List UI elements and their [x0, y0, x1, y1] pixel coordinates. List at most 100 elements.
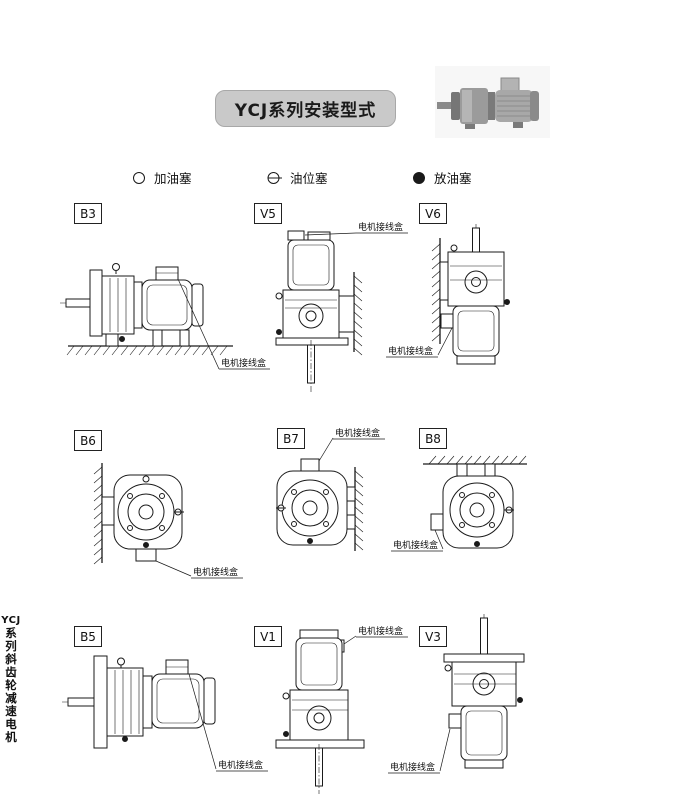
- b3-leader-line: [177, 278, 220, 370]
- b8-ceiling-bracket: [456, 463, 468, 477]
- b7-diagram: 电机接线盒: [276, 427, 385, 551]
- v1-fan-cover: [299, 629, 339, 639]
- b7-junction-box: [300, 458, 320, 472]
- v6-oil-drain-plug-icon: [504, 299, 510, 305]
- v6-wall-bracket: [439, 261, 449, 301]
- series-side-label: YCJ 系列斜齿轮减速电机: [1, 615, 21, 744]
- v1-diagram: 电机接线盒: [275, 625, 408, 794]
- v5-leader-line: [304, 232, 357, 236]
- b8-ceiling-hatch: [428, 455, 527, 465]
- v3-annotation: 电机接线盒: [390, 761, 435, 773]
- b5-motor: [151, 673, 205, 729]
- b3-flange: [89, 269, 103, 337]
- legend-item-oil-fill: 加油塞: [131, 168, 192, 187]
- v3-diagram: 电机接线盒: [388, 614, 525, 774]
- legend-item-oil-drain: 放油塞: [411, 168, 472, 187]
- v1-oil-fill-plug-icon: [282, 692, 290, 700]
- product-photo: [435, 66, 550, 138]
- v3-fan-cover: [464, 759, 504, 769]
- v6-gearbox: [447, 251, 505, 307]
- v5-motor: [287, 239, 335, 291]
- b5-gearbox: [106, 667, 144, 737]
- v5-base-plate: [275, 337, 349, 346]
- b7-gearbox-face: [281, 479, 339, 537]
- v1-motor: [295, 637, 343, 691]
- v3-leader-line: [439, 728, 451, 772]
- cell-label-b3: B3: [74, 203, 102, 224]
- cell-label-v5: V5: [254, 203, 282, 224]
- cell-label-v6: V6: [419, 203, 447, 224]
- b7-oil-drain-plug-icon: [307, 538, 313, 544]
- v6-oil-fill-plug-icon: [450, 244, 458, 252]
- v1-gearbox: [289, 689, 349, 741]
- v6-diagram: 电机接线盒: [386, 224, 510, 365]
- b5-leader-line: [188, 673, 217, 770]
- b6-wall-hatch: [93, 466, 103, 565]
- cell-label-b6: B6: [74, 430, 102, 451]
- b6-annotation: 电机接线盒: [193, 566, 238, 578]
- b5-annotation: 电机接线盒: [218, 759, 263, 771]
- b7-wall-hatch: [354, 470, 364, 551]
- b5-fan-cover: [203, 677, 216, 725]
- cell-label-v3: V3: [419, 626, 447, 647]
- b8-oil-drain-plug-icon: [474, 541, 480, 547]
- oil-drain-plug-icon: [413, 171, 425, 184]
- side-label-chars: 系列斜齿轮减速电机: [4, 627, 18, 744]
- b3-annotation: 电机接线盒: [221, 357, 266, 369]
- cell-label-b7: B7: [277, 428, 305, 449]
- photo-junction-box: [500, 77, 520, 92]
- v1-leader-line: [343, 635, 357, 645]
- v1-oil-drain-plug-icon: [283, 731, 289, 737]
- oil-fill-plug-icon: [133, 171, 145, 184]
- b8-diagram: 电机接线盒: [391, 455, 527, 552]
- b5-output-shaft: [67, 697, 95, 707]
- v5-oil-drain-plug-icon: [276, 329, 282, 335]
- cell-label-b5: B5: [74, 626, 102, 647]
- b6-junction-box: [135, 548, 157, 562]
- v6-output-shaft: [472, 227, 480, 253]
- cell-label-b8: B8: [419, 428, 447, 449]
- b3-fan-cover: [191, 283, 204, 327]
- b6-diagram: 电机接线盒: [93, 463, 243, 579]
- v6-wall-hatch: [431, 243, 441, 342]
- b6-oil-fill-plug-icon: [142, 475, 150, 483]
- v5-gearbox: [282, 289, 340, 339]
- v6-junction-box: [440, 313, 454, 329]
- b7-leader-line: [318, 437, 334, 462]
- b3-motor: [141, 279, 193, 331]
- v3-flange: [443, 653, 525, 663]
- v3-output-shaft: [480, 617, 488, 655]
- b5-flange: [93, 655, 108, 749]
- b8-gearbox-face: [449, 482, 505, 538]
- b3-output-shaft: [65, 298, 91, 308]
- v1-flange: [275, 739, 365, 749]
- v5-annotation: 电机接线盒: [358, 221, 403, 233]
- photo-shaft: [437, 102, 453, 109]
- b6-leader-line: [155, 560, 192, 577]
- v3-oil-fill-plug-icon: [444, 664, 452, 672]
- b5-diagram: 电机接线盒: [62, 655, 268, 772]
- b5-oil-fill-plug-icon: [117, 657, 125, 666]
- v3-motor: [460, 705, 508, 761]
- v6-annotation: 电机接线盒: [388, 345, 433, 357]
- b3-diagram: 电机接线盒: [60, 263, 270, 370]
- b8-junction-box: [430, 513, 444, 531]
- legend-label: 加油塞: [154, 171, 192, 186]
- v1-annotation: 电机接线盒: [358, 625, 403, 637]
- side-label-latin: YCJ: [1, 615, 21, 626]
- cell-label-v1: V1: [254, 626, 282, 647]
- b8-leader-line: [434, 529, 444, 550]
- legend-label: 放油塞: [434, 171, 472, 186]
- b5-oil-drain-plug-icon: [122, 736, 128, 742]
- v5-junction-box: [287, 230, 305, 241]
- b8-annotation: 电机接线盒: [393, 539, 438, 551]
- v5-wall-hatch: [353, 275, 363, 356]
- v5-wall-bracket: [338, 295, 355, 333]
- oil-level-plug-icon: [267, 171, 282, 184]
- v3-junction-box: [448, 713, 462, 729]
- b3-floor-hatch: [66, 345, 228, 356]
- b3-oil-fill-plug-icon: [112, 263, 120, 271]
- b7-annotation: 电机接线盒: [335, 427, 380, 439]
- v6-motor: [452, 305, 500, 357]
